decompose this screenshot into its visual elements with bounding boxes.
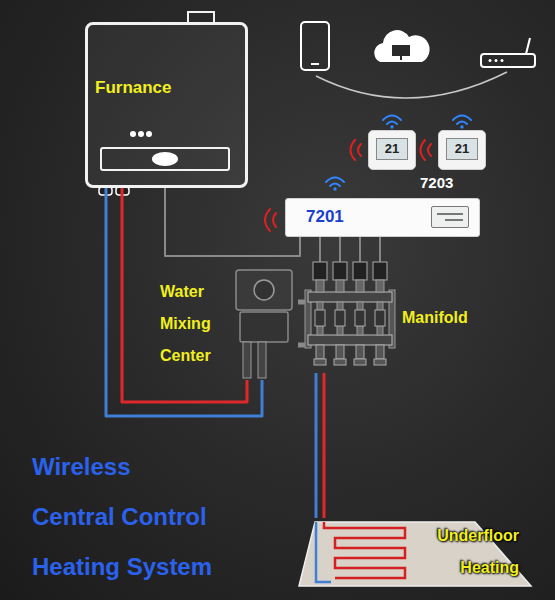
pump-pipe	[258, 342, 266, 378]
pump-dial	[254, 280, 274, 300]
outlet-valve	[376, 345, 384, 359]
flow-meter	[335, 310, 345, 326]
outlet-valve	[336, 345, 344, 359]
controller-box: 7201	[285, 198, 480, 237]
node-text: 21	[446, 138, 478, 160]
indicator-dot	[146, 131, 152, 137]
wifi-arc	[387, 122, 397, 125]
router-icon	[481, 54, 535, 67]
display-line	[445, 219, 463, 221]
actuator	[373, 262, 387, 280]
signal-arc	[351, 140, 356, 160]
wifi-arc	[453, 116, 471, 121]
control-wire	[320, 237, 380, 262]
water-pipe	[122, 188, 247, 402]
node-text: 7201	[286, 199, 479, 235]
water-pipe	[106, 188, 262, 416]
node-text: Manifold	[402, 308, 483, 328]
pump-lower	[240, 312, 288, 342]
thermostat: 21	[368, 130, 416, 170]
controller-display	[431, 206, 469, 228]
valve-stem	[316, 280, 324, 292]
water-pipe	[315, 373, 318, 518]
flow-meter	[375, 310, 385, 326]
valve-stem	[356, 280, 364, 292]
wifi-arc	[326, 178, 344, 183]
flow-meters	[315, 310, 385, 326]
node-text: Furnance	[88, 25, 245, 98]
outlet-valves	[314, 345, 386, 365]
mixing-pump	[236, 270, 292, 378]
phone-icon	[301, 22, 329, 70]
actuator	[353, 262, 367, 280]
router-light	[495, 59, 498, 62]
flow-meter	[315, 310, 325, 326]
control-wire	[165, 188, 300, 256]
return-pipe	[316, 522, 331, 582]
indicator-dot	[138, 131, 144, 137]
mixing-center: Water Mixing Center	[160, 268, 298, 380]
indicator-dot	[130, 131, 136, 137]
monitor-icon	[392, 45, 410, 56]
valve-stems	[316, 280, 384, 335]
title: Wireless Central Control Heating System	[32, 442, 216, 592]
router-antenna	[526, 38, 530, 54]
cloud-network	[301, 22, 535, 98]
outlet-valve	[356, 345, 364, 359]
valve-stem	[336, 280, 344, 292]
network-curve	[316, 72, 507, 98]
wifi-dot	[333, 187, 336, 190]
floor-heating-panel: Underfloor Heating	[295, 518, 535, 590]
furnace-box: Furnance	[85, 22, 248, 188]
phone-button	[311, 63, 319, 65]
valve-cap	[354, 359, 366, 365]
pump-body	[236, 270, 292, 310]
cloud-icon	[374, 30, 429, 62]
node-text: Water Mixing Center	[160, 268, 211, 372]
wifi-dot	[390, 125, 393, 128]
water-pipe	[323, 373, 326, 518]
flow-meter	[355, 310, 365, 326]
signal-arc	[358, 144, 361, 156]
valve-cap	[374, 359, 386, 365]
actuator	[333, 262, 347, 280]
actuator	[313, 262, 327, 280]
heating-pipe	[324, 522, 405, 578]
monitor-stand	[400, 56, 402, 60]
signal-arc	[273, 213, 276, 227]
manifold-bar	[308, 292, 392, 302]
node-text: 21	[376, 138, 408, 160]
manifold-drawing	[305, 262, 395, 365]
signal-arc	[428, 144, 431, 156]
manifold-bar	[308, 335, 392, 345]
control-knob	[152, 152, 178, 166]
display-line	[437, 213, 463, 215]
actuators	[313, 262, 387, 280]
outlet-valve	[316, 345, 324, 359]
wifi-dot	[460, 125, 463, 128]
valve-stem	[376, 280, 384, 292]
router-light	[501, 59, 504, 62]
valve-cap	[334, 359, 346, 365]
wifi-arc	[383, 116, 401, 121]
signal-arc	[421, 140, 426, 160]
wifi-arc	[457, 122, 467, 125]
pump-pipe	[243, 342, 251, 378]
node-text: Underfloor Heating	[413, 520, 519, 584]
signal-arc	[265, 209, 270, 231]
router-light	[489, 59, 492, 62]
water-pipe	[298, 302, 305, 345]
thermostat: 21	[438, 130, 486, 170]
model-number: 7203	[420, 174, 453, 192]
wifi-arc	[330, 184, 340, 187]
manifold: Manifold	[305, 262, 483, 373]
valve-cap	[314, 359, 326, 365]
